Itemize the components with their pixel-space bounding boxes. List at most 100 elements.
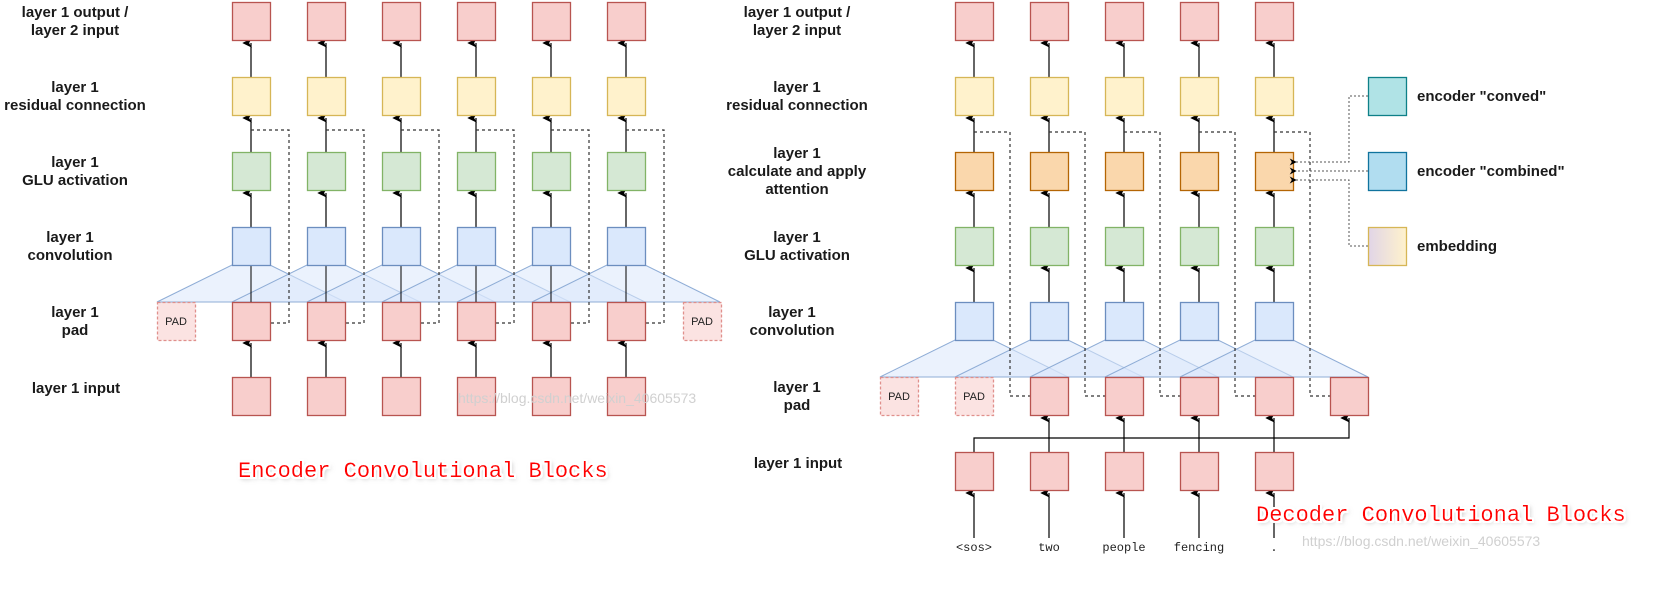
- decoder-output-block: [954, 1, 995, 42]
- legend-label: encoder "combined": [1417, 163, 1565, 180]
- decoder-attention-block: [1104, 151, 1145, 192]
- decoder-output-block: [1254, 1, 1295, 42]
- residual-dashed-line: [251, 129, 290, 324]
- token-label: .: [1270, 541, 1277, 555]
- legend-swatch: [1367, 151, 1408, 192]
- decoder-conv-block: [1104, 301, 1145, 342]
- token-label: <sos>: [956, 541, 992, 555]
- decoder-pad-block: [954, 376, 995, 417]
- decoder-residual-block: [954, 76, 995, 117]
- residual-dashed-line: [626, 129, 665, 324]
- pad-label: PAD: [963, 391, 985, 403]
- decoder-residual-block: [1104, 76, 1145, 117]
- residual-dashed-line: [326, 129, 365, 324]
- input-to-pad-arrow: [973, 413, 1050, 452]
- watermark-decoder: https://blog.csdn.net/weixin_40605573: [1302, 533, 1540, 549]
- encoder-output-block: [606, 1, 647, 42]
- legend-swatch: [1367, 226, 1408, 267]
- decoder-row-label: layer 1 input: [754, 455, 842, 472]
- decoder-input-block: [954, 451, 995, 492]
- encoder-residual-block: [606, 76, 647, 117]
- decoder-pad-row-block: [1254, 376, 1295, 417]
- encoder-pad-row-block: [306, 301, 347, 342]
- decoder-glu-block: [1104, 226, 1145, 267]
- watermark-encoder: https://blog.csdn.net/weixin_40605573: [458, 390, 696, 406]
- residual-dashed-line: [1274, 131, 1330, 397]
- legend-label: embedding: [1417, 238, 1497, 255]
- decoder-residual-block: [1179, 76, 1220, 117]
- decoder-pad-row-block: [1104, 376, 1145, 417]
- decoder-attention-block: [954, 151, 995, 192]
- decoder-pad-row-block: [1029, 376, 1070, 417]
- residual-dashed-line: [551, 129, 590, 324]
- encoder-row-label: layer 1 input: [32, 380, 120, 397]
- decoder-residual-block: [1254, 76, 1295, 117]
- encoder-conv-block: [231, 226, 272, 267]
- decoder-input-tokens: <sos> two people fencing.: [956, 541, 1278, 555]
- encoder-conv-block: [306, 226, 347, 267]
- encoder-input-block: [231, 376, 272, 417]
- decoder-output-block: [1104, 1, 1145, 42]
- legend: encoder "conved" encoder "combined" embedd…: [1289, 76, 1565, 267]
- decoder-input-block: [1254, 451, 1295, 492]
- decoder-row-label: layer 1 output /layer 2 input: [744, 4, 852, 39]
- encoder-residual-block: [456, 76, 497, 117]
- token-label: people: [1102, 541, 1145, 555]
- encoder-glu-block: [231, 151, 272, 192]
- decoder-input-block: [1029, 451, 1070, 492]
- encoder-pad-block: [156, 301, 197, 342]
- encoder-glu-block: [606, 151, 647, 192]
- encoder-pad-row-block: [231, 301, 272, 342]
- decoder-conv-block: [1029, 301, 1070, 342]
- encoder-input-block: [531, 376, 572, 417]
- encoder-glu-block: [381, 151, 422, 192]
- legend-label: encoder "conved": [1417, 88, 1546, 105]
- encoder-glu-block: [306, 151, 347, 192]
- residual-dashed-line: [476, 129, 515, 324]
- encoder-conv-block: [381, 226, 422, 267]
- encoder-conv-block: [606, 226, 647, 267]
- residual-dashed-line: [1049, 131, 1105, 397]
- encoder-input-block: [381, 376, 422, 417]
- encoder-connections: [242, 38, 665, 377]
- encoder-residual-block: [231, 76, 272, 117]
- decoder-pad-block: [879, 376, 920, 417]
- encoder-glu-block: [456, 151, 497, 192]
- pad-label: PAD: [691, 316, 713, 328]
- encoder-output-block: [531, 1, 572, 42]
- encoder-input-block: [606, 376, 647, 417]
- decoder-pad-row-block: [1329, 376, 1370, 417]
- input-to-pad-arrow: [1048, 413, 1125, 452]
- encoder-output-block: [306, 1, 347, 42]
- token-label: two: [1038, 541, 1060, 555]
- input-to-pad-arrow: [1273, 413, 1350, 452]
- encoder-output-block: [456, 1, 497, 42]
- encoder-input-block: [306, 376, 347, 417]
- legend-connector-arrow: [1289, 95, 1368, 166]
- encoder-pad-row-block: [531, 301, 572, 342]
- encoder-residual-block: [306, 76, 347, 117]
- residual-dashed-line: [1199, 131, 1255, 397]
- decoder-input-block: [1104, 451, 1145, 492]
- token-label: fencing: [1174, 541, 1224, 555]
- decoder-conv-block: [954, 301, 995, 342]
- encoder-pad-row-block: [606, 301, 647, 342]
- encoder-residual-block: [381, 76, 422, 117]
- encoder-pad-block: [682, 301, 723, 342]
- decoder-glu-block: [954, 226, 995, 267]
- residual-dashed-line: [1124, 131, 1180, 397]
- encoder-pad-row-block: [456, 301, 497, 342]
- legend-swatch: [1367, 76, 1408, 117]
- encoder-output-block: [231, 1, 272, 42]
- decoder-output-block: [1179, 1, 1220, 42]
- pad-label: PAD: [888, 391, 910, 403]
